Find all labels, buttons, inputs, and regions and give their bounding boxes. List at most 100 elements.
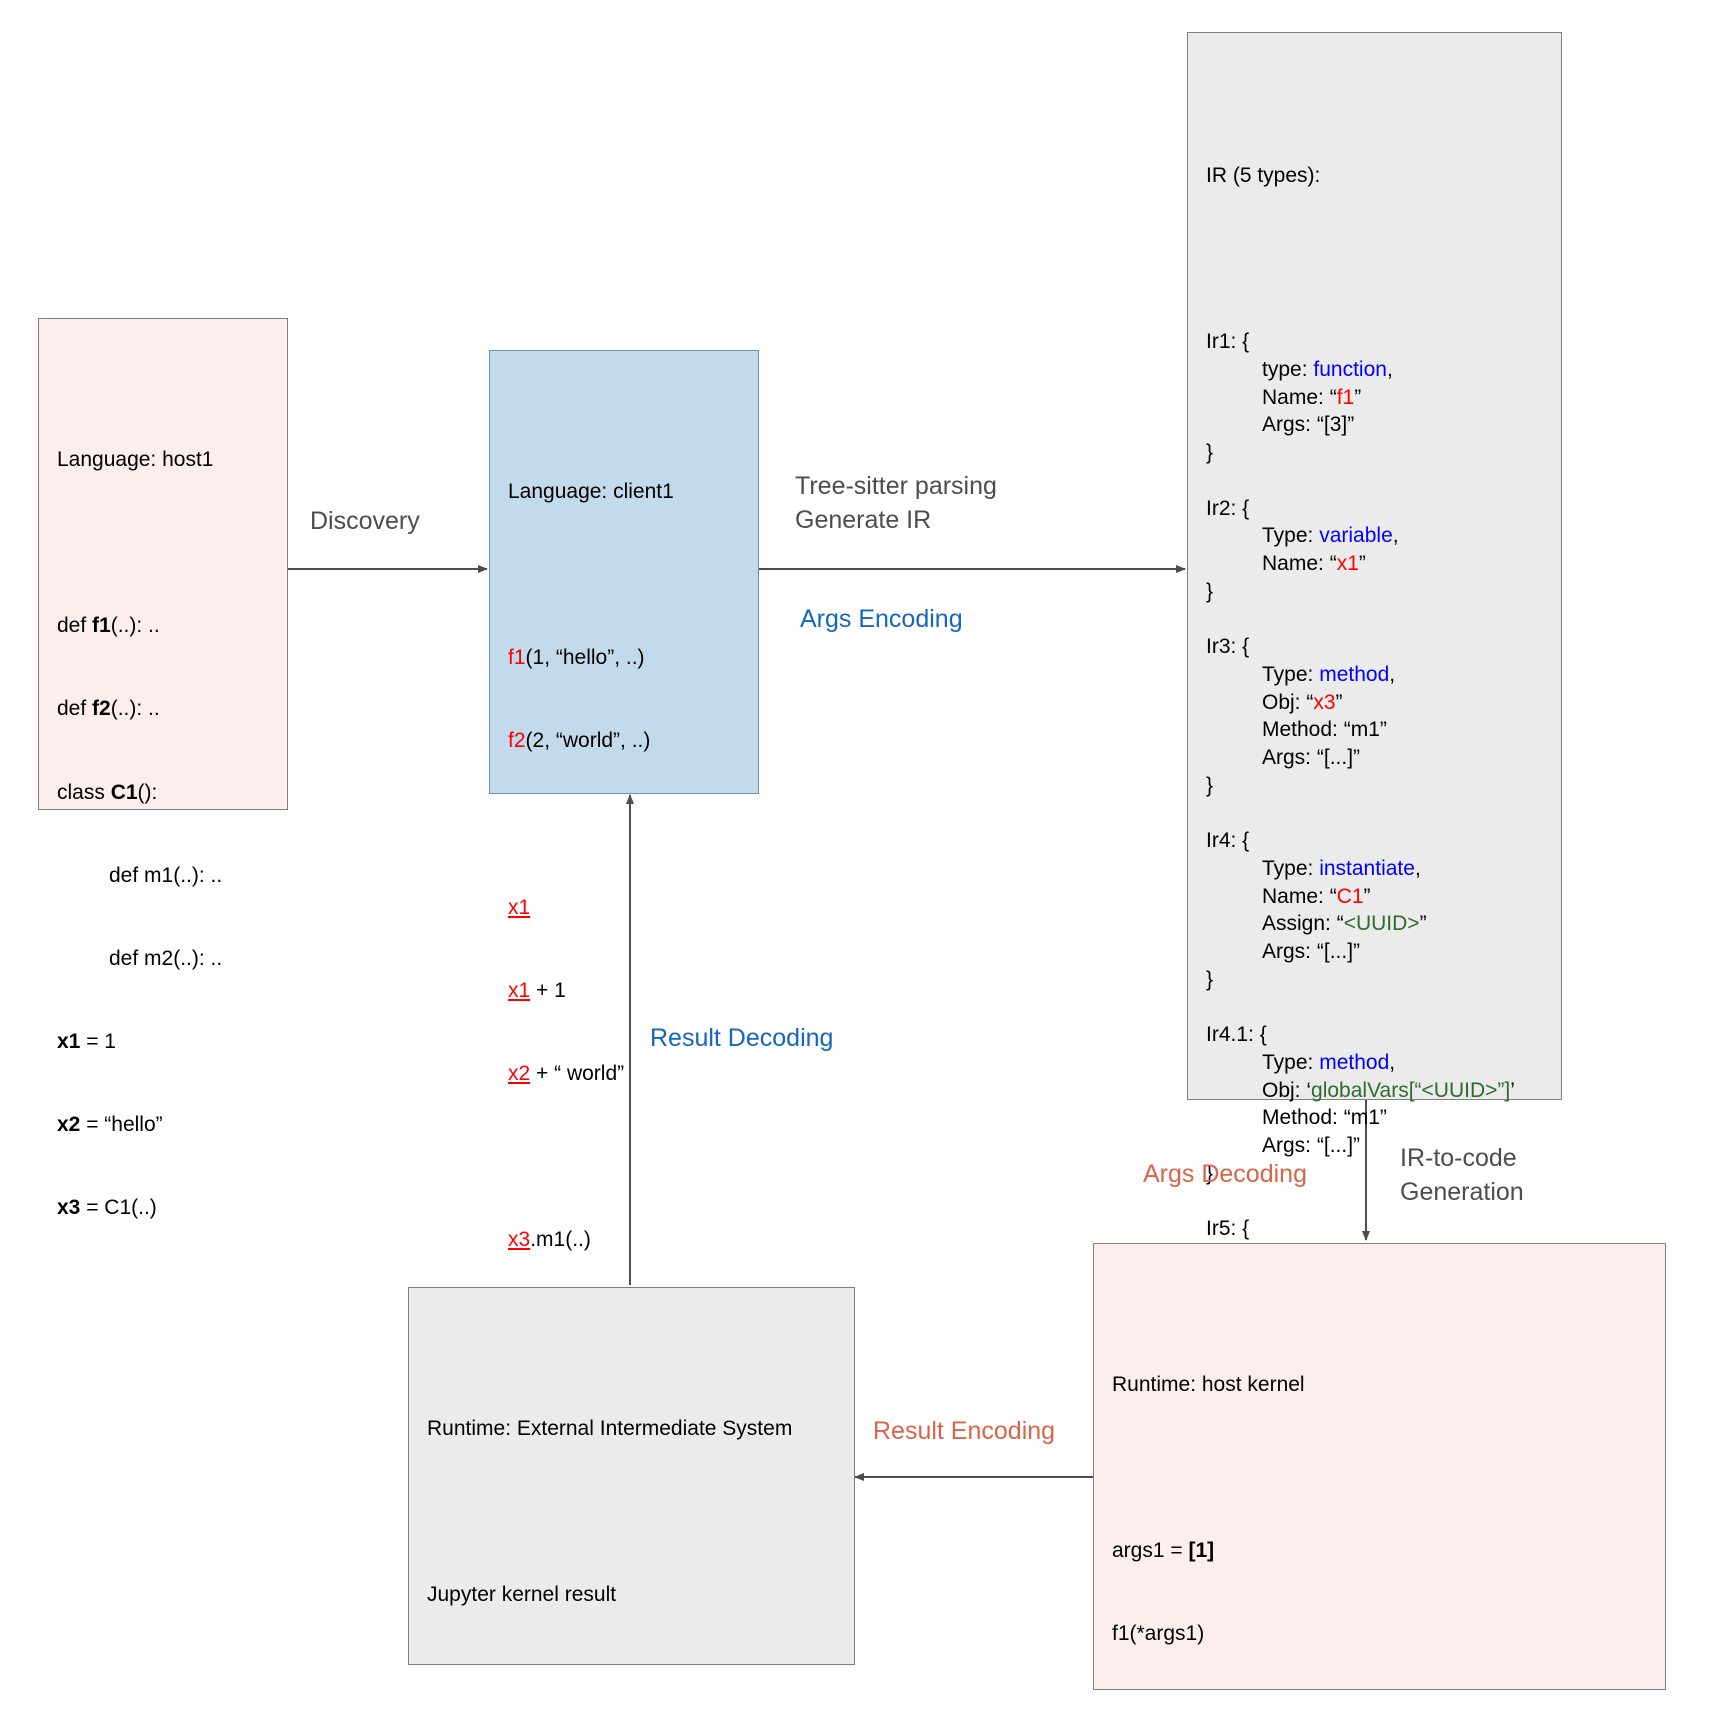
ir-entry-close: } [1206,441,1214,465]
ir-entry-field: Type: instantiate, [1206,855,1543,883]
ir-field-value: m1 [1350,718,1380,742]
ir-entry-close: } [1206,579,1214,603]
ir-entry-field: Args: “[...]” [1206,1132,1543,1160]
host-kernel-box: Runtime: host kernel args1 = [1] f1(*arg… [1093,1243,1666,1690]
ir-field-label: Type: [1262,1050,1320,1074]
ir-field-quote-open: “ [1343,1106,1351,1130]
ir-entry-field: Method: “m1” [1206,1104,1543,1132]
ir-field-label: Name: [1262,385,1330,409]
ir-field-label: Method: [1262,718,1344,742]
ir-field-label: Name: [1262,884,1330,908]
ir-field-value: variable [1319,524,1393,548]
client-language-box: Language: client1 f1(1, “hello”, ..) f2(… [489,350,759,1584]
ir-field-quote-open: “ [1316,413,1324,437]
edge-label-discovery: Discovery [310,507,420,535]
ir-field-label: type: [1262,357,1314,381]
external-intermediate-box: Runtime: External Intermediate System Ju… [408,1287,855,1665]
client-expr-x2-plus-world: x2 + “ world” [508,1061,625,1085]
ir-field-label: Args: [1262,940,1317,963]
ir-field-quote-close: ” [1379,718,1387,742]
ir-field-quote-close: ” [1353,745,1361,769]
ir-entry-field: Obj: ‘globalVars[“<UUID>”]’ [1206,1077,1543,1105]
ir-field-quote-close: ’ [1510,1078,1515,1102]
client-call-x3-m1: x3.m1(..) [508,1228,591,1252]
host-kernel-args1: args1 = [1] [1112,1539,1215,1563]
ir-field-quote-close: ” [1379,1106,1387,1130]
ir-entry-key: Ir5: { [1206,1217,1250,1241]
ir-entry-spacer [1206,799,1543,827]
ir-box-header: IR (5 types): [1206,163,1321,187]
ir-field-tail: , [1389,1050,1396,1074]
ir-entry-field: Name: “C1” [1206,883,1543,911]
ir-field-label: Args: [1262,1134,1317,1158]
ir-field-value: C1 [1336,884,1364,908]
edge-label-result-decoding: Result Decoding [650,1024,834,1052]
host-var-x2: x2 = “hello” [57,1113,163,1137]
ir-field-tail: , [1414,856,1421,880]
client-expr-x1: x1 [508,895,531,919]
ir-field-quote-open: “ [1336,912,1344,936]
ir-entry-spacer [1206,467,1543,495]
ir-field-quote-open: “ [1329,385,1337,409]
edge-label-args-decoding: Args Decoding [1143,1160,1307,1188]
ir-field-quote-open: “ [1316,1134,1324,1158]
ir-field-value: [...] [1323,940,1354,963]
client-call-f1: f1(1, “hello”, ..) [508,646,645,670]
ir-entry-key: Ir4.1: { [1206,1023,1267,1047]
edge-label-tree-sitter-line2: Generate IR [795,505,932,534]
host-def-f2: def f2(..): .. [57,697,160,721]
ir-field-label: Obj: [1262,690,1307,714]
ir-entry-field: Args: “[3]” [1206,411,1543,439]
ir-field-value: method [1319,662,1390,686]
ir-field-quote-open: “ [1329,551,1337,575]
external-box-header: Runtime: External Intermediate System [427,1416,793,1440]
ir-entry-field: Type: method, [1206,1049,1543,1077]
host-var-x1: x1 = 1 [57,1029,116,1053]
client-call-f2: f2(2, “world”, ..) [508,729,651,753]
host-kernel-call1: f1(*args1) [1112,1622,1205,1646]
ir-field-value: method [1319,1050,1390,1074]
ir-entry-close: } [1206,773,1214,797]
ir-field-quote-open: “ [1306,690,1314,714]
ir-field-value: x1 [1336,551,1359,575]
ir-field-value: [...] [1323,745,1354,769]
ir-entry-field: Obj: “x3” [1206,689,1543,717]
ir-entry-field: Args: “[...]” [1206,938,1543,966]
ir-entry-spacer [1206,993,1543,1021]
ir-field-quote-open: ‘ [1306,1078,1312,1102]
ir-entry-field: Name: “x1” [1206,550,1543,578]
ir-field-quote-close: ” [1335,690,1343,714]
ir-field-quote-close: ” [1347,413,1355,437]
edge-label-args-encoding: Args Encoding [800,605,963,633]
ir-entry-field: Type: method, [1206,661,1543,689]
ir-field-label: Type: [1262,856,1320,880]
ir-field-label: Type: [1262,662,1320,686]
ir-field-quote-open: “ [1316,940,1324,963]
ir-field-quote-open: “ [1329,884,1337,908]
ir-entry-field: Args: “[...]” [1206,744,1543,772]
ir-field-tail: , [1389,662,1396,686]
ir-entry-key: Ir3: { [1206,635,1250,659]
ir-entry-field: Method: “m1” [1206,716,1543,744]
ir-field-label: Assign: [1262,912,1337,936]
ir-field-value: m1 [1350,1106,1380,1130]
client-expr-x1-plus-1: x1 + 1 [508,978,566,1002]
edge-label-result-encoding: Result Encoding [873,1417,1056,1445]
ir-field-label: Args: [1262,413,1317,437]
ir-box: IR (5 types): Ir1: {type: function,Name:… [1187,32,1562,1323]
ir-entry-key: Ir4: { [1206,829,1250,853]
ir-field-quote-close: ” [1353,940,1361,963]
ir-entry-close: } [1206,967,1214,991]
host-var-x3: x3 = C1(..) [57,1196,157,1220]
ir-field-tail: , [1392,524,1399,548]
ir-field-tail: , [1386,357,1393,381]
ir-field-quote-close: ” [1353,1134,1361,1158]
ir-field-label: Name: [1262,551,1330,575]
ir-field-quote-close: ” [1358,551,1366,575]
ir-field-quote-open: “ [1316,745,1324,769]
host-class-c1: class C1(): [57,780,158,804]
external-box-subheader: Jupyter kernel result [427,1583,617,1607]
ir-field-label: Method: [1262,1106,1344,1130]
host-def-f1: def f1(..): .. [57,614,160,638]
